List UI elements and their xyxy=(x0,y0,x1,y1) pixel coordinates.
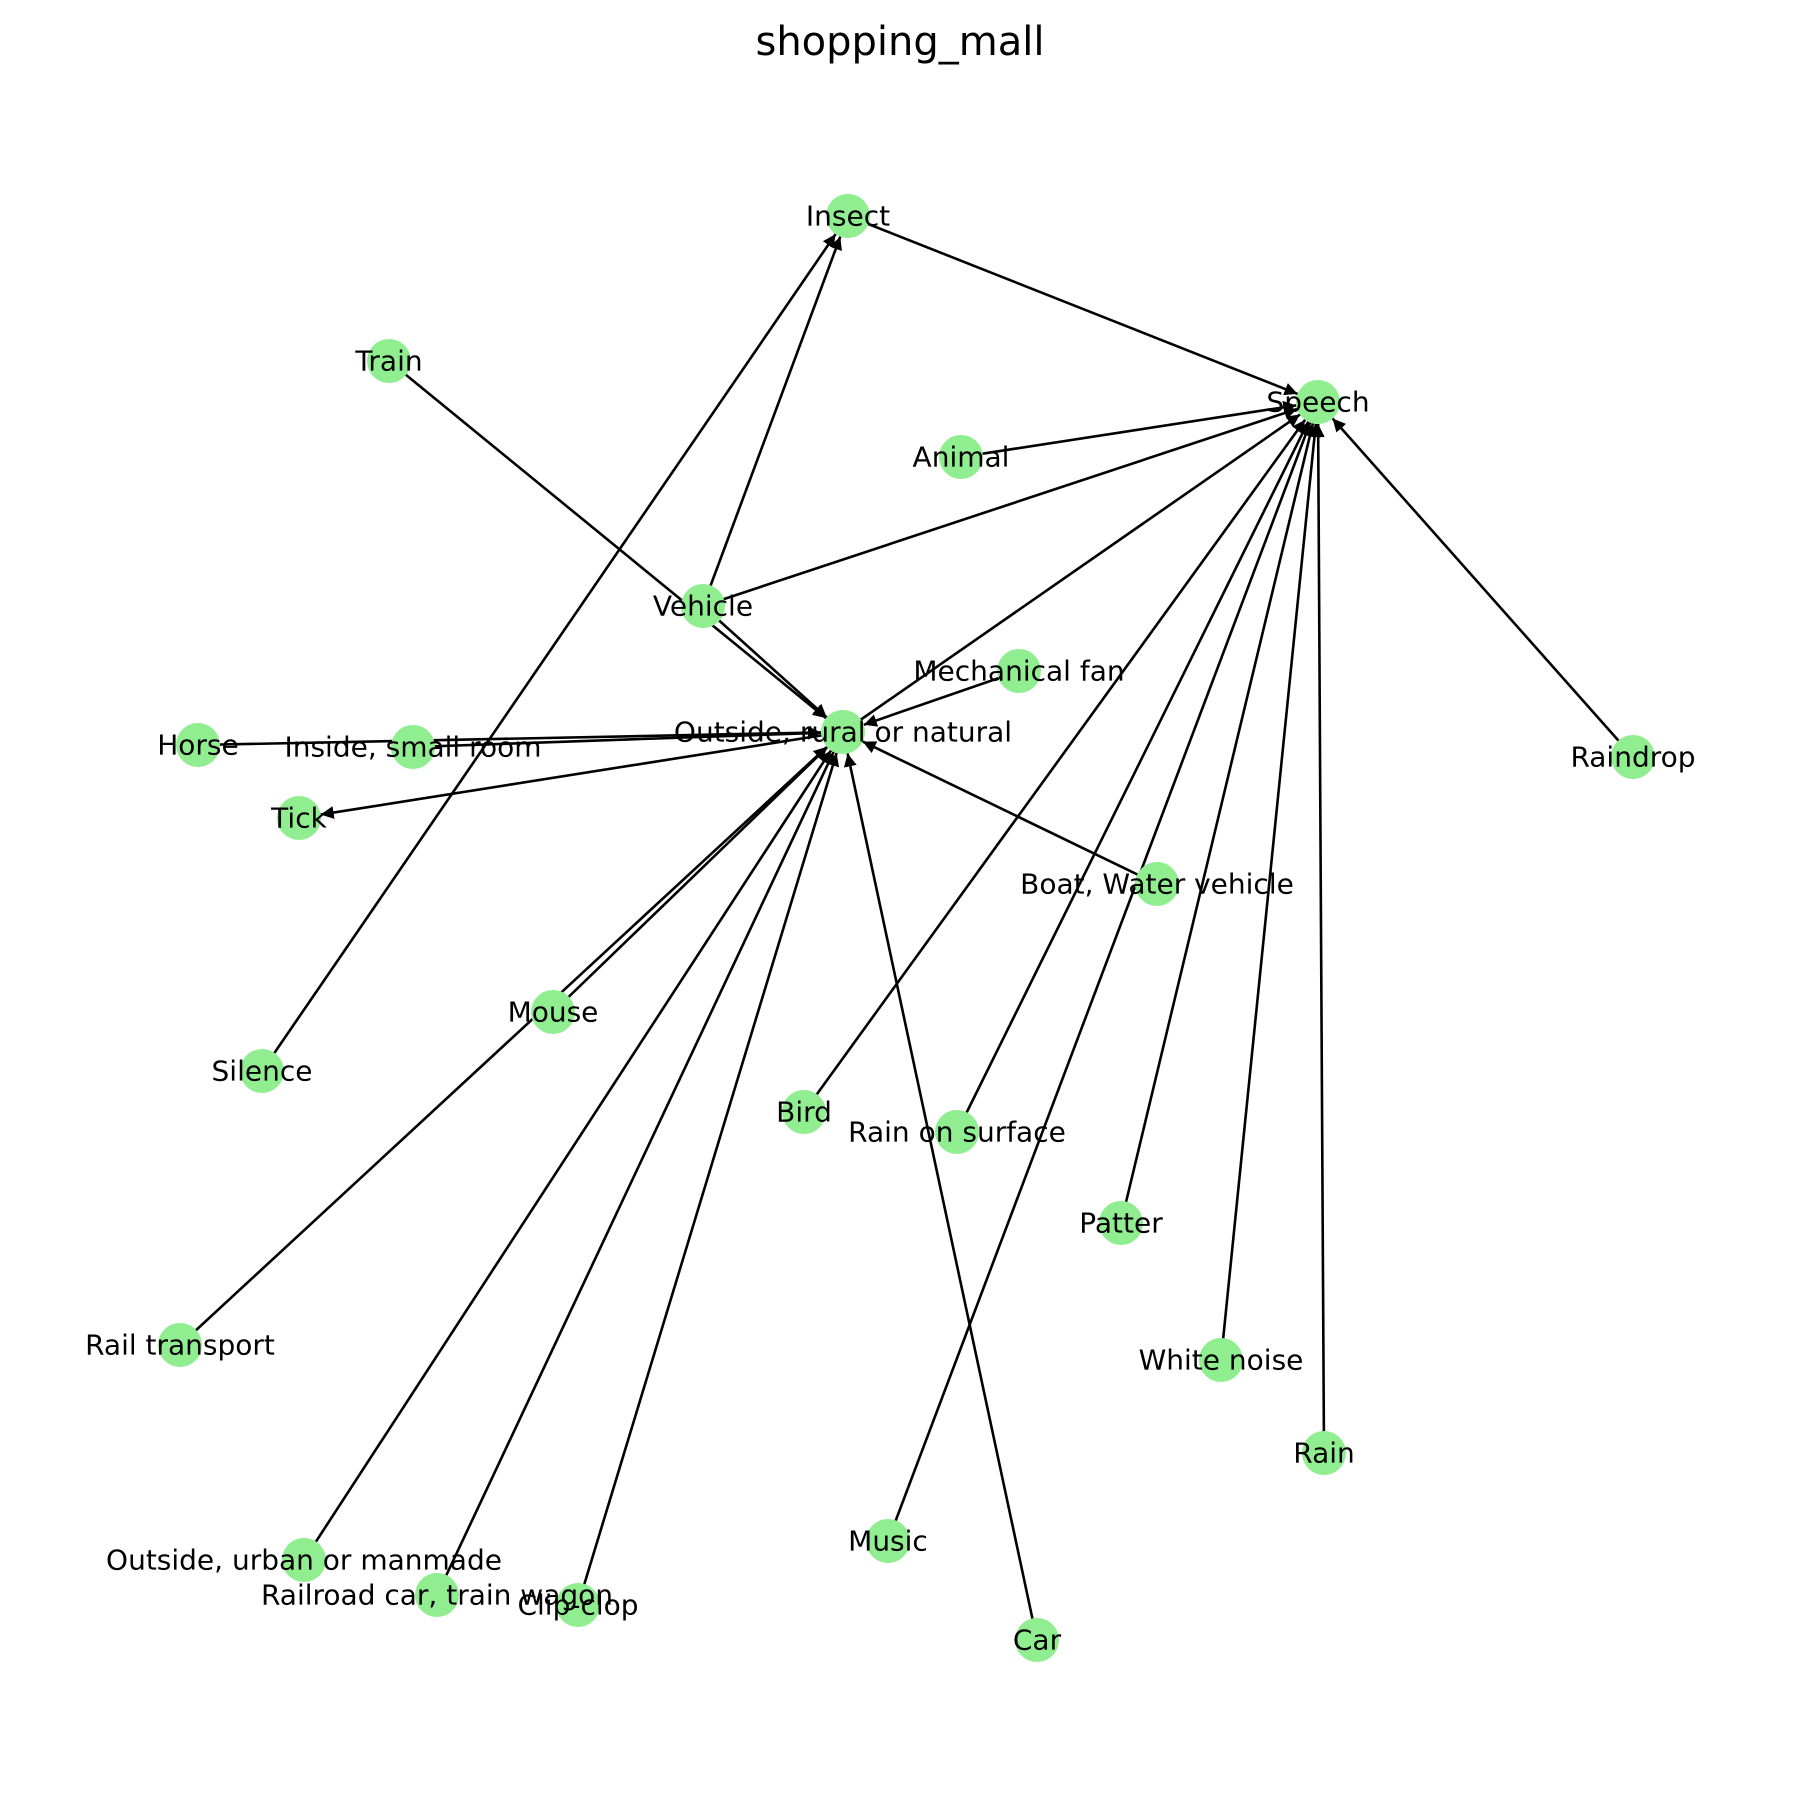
edge-outside_rural-to-speech xyxy=(842,413,1301,734)
edge-boat-to-outside_rural xyxy=(862,740,1158,886)
node-train xyxy=(367,339,411,383)
edge-horse-to-outside_rural xyxy=(197,726,822,747)
node-label-music: Music xyxy=(848,1525,928,1558)
node-mech_fan xyxy=(997,649,1041,693)
node-label-raindrop: Raindrop xyxy=(1570,741,1695,774)
edge-insect-to-speech xyxy=(847,214,1299,396)
node-label-boat: Boat, Water vehicle xyxy=(1020,868,1294,901)
node-silence xyxy=(240,1049,284,1093)
node-rain xyxy=(1302,1431,1346,1475)
edge-bird-to-speech xyxy=(802,419,1307,1113)
node-outside_rural xyxy=(821,710,865,754)
node-rail_transport xyxy=(158,1323,202,1367)
edge-music-to-speech xyxy=(886,422,1312,1542)
node-label-insect: Insect xyxy=(806,200,890,233)
node-outside_urban xyxy=(282,1538,326,1582)
node-label-clip_clop: Clip-clop xyxy=(517,1589,638,1622)
node-label-white_noise: White noise xyxy=(1139,1344,1304,1377)
edge-rain-to-speech xyxy=(1311,423,1326,1454)
node-label-mech_fan: Mechanical fan xyxy=(913,655,1124,688)
node-label-vehicle: Vehicle xyxy=(653,590,753,623)
node-car xyxy=(1015,1618,1059,1662)
edge-inside_small-to-outside_rural xyxy=(412,726,822,749)
node-rain_surface xyxy=(935,1110,979,1154)
edge-white_noise-to-speech xyxy=(1219,423,1321,1361)
node-raindrop xyxy=(1611,735,1655,779)
node-label-tick: Tick xyxy=(270,802,327,835)
node-label-rain_surface: Rain on surface xyxy=(848,1116,1066,1149)
edge-mouse-to-outside_rural xyxy=(552,746,829,1013)
node-vehicle xyxy=(681,584,725,628)
node-label-animal: Animal xyxy=(913,441,1010,474)
node-label-bird: Bird xyxy=(776,1096,832,1129)
edge-silence-to-insect xyxy=(260,233,837,1072)
node-label-horse: Horse xyxy=(157,729,239,762)
node-label-train: Train xyxy=(354,345,422,378)
node-label-outside_rural: Outside, rural or natural xyxy=(674,716,1012,749)
edge-train-to-outside_rural xyxy=(388,359,827,720)
node-clip_clop xyxy=(556,1583,600,1627)
node-railroad_car xyxy=(415,1573,459,1617)
node-label-rail_transport: Rail transport xyxy=(85,1329,275,1362)
node-horse xyxy=(176,723,220,767)
diagram-title: shopping_mall xyxy=(755,19,1044,65)
edge-raindrop-to-speech xyxy=(1331,417,1634,758)
edge-vehicle-to-insect xyxy=(701,236,842,607)
node-label-rain: Rain xyxy=(1293,1437,1355,1470)
node-label-mouse: Mouse xyxy=(508,996,599,1029)
node-white_noise xyxy=(1199,1338,1243,1382)
node-label-car: Car xyxy=(1013,1624,1062,1657)
node-tick xyxy=(277,796,321,840)
edge-vehicle-to-outside_rural xyxy=(702,605,828,719)
edge-rail_transport-to-outside_rural xyxy=(179,745,828,1346)
edge-mech_fan-to-outside_rural xyxy=(863,669,1020,727)
node-label-outside_urban: Outside, urban or manmade xyxy=(106,1544,502,1577)
node-insect xyxy=(826,194,870,238)
node-bird xyxy=(782,1090,826,1134)
node-label-patter: Patter xyxy=(1079,1207,1163,1240)
edge-railroad_car-to-outside_rural xyxy=(435,751,835,1596)
edge-vehicle-to-speech xyxy=(702,406,1298,608)
edges-layer xyxy=(179,214,1634,1641)
node-inside_small xyxy=(391,725,435,769)
node-label-speech: Speech xyxy=(1266,386,1369,419)
edge-patter-to-speech xyxy=(1119,423,1317,1224)
edge-outside_rural-to-tick xyxy=(320,730,844,819)
edge-rain_surface-to-speech xyxy=(955,421,1310,1133)
nodes-layer xyxy=(158,194,1655,1662)
node-patter xyxy=(1099,1201,1143,1245)
node-label-railroad_car: Railroad car, train wagon xyxy=(261,1579,613,1612)
node-speech xyxy=(1296,380,1340,424)
edge-car-to-outside_rural xyxy=(843,753,1039,1641)
node-mouse xyxy=(531,990,575,1034)
node-music xyxy=(866,1519,910,1563)
edge-clip_clop-to-outside_rural xyxy=(576,752,840,1606)
node-label-inside_small: Inside, small room xyxy=(284,731,541,764)
node-animal xyxy=(939,435,983,479)
edge-outside_urban-to-outside_rural xyxy=(302,749,833,1561)
edge-animal-to-speech xyxy=(960,400,1297,459)
node-boat xyxy=(1135,862,1179,906)
node-label-silence: Silence xyxy=(212,1055,313,1088)
